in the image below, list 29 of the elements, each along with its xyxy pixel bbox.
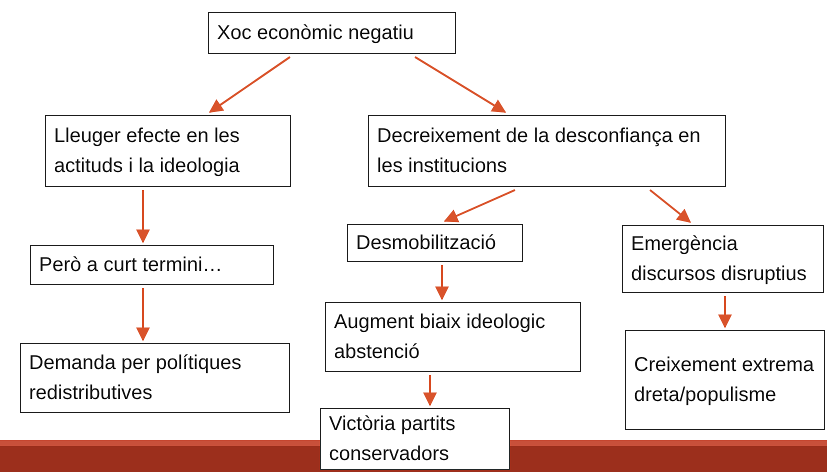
process-box: [30, 245, 274, 285]
box-label: Augment biaix ideologic abstenció: [334, 310, 546, 365]
box-label: Xoc econòmic negatiu: [217, 21, 414, 46]
box-label: Desmobilització: [356, 231, 496, 256]
box-label: Lleuger efecte en les actituds i la ideologia: [54, 124, 241, 179]
process-box: [20, 343, 290, 413]
process-box: [368, 115, 726, 187]
box-label: Victòria partits conservadors: [329, 412, 456, 467]
arrow: [423, 375, 437, 406]
arrow: [136, 190, 150, 244]
box-label: Demanda per polítiques redistributives: [29, 351, 242, 406]
arrow: [208, 56, 291, 113]
box-label: Emergència discursos disruptius: [631, 232, 808, 287]
box-label: Creixement extrema dreta/populisme: [634, 353, 816, 408]
box-label: Però a curt termini…: [39, 253, 222, 278]
arrow: [649, 189, 692, 223]
arrow: [718, 296, 732, 328]
box-label: Decreixement de la desconfiança en les institucions: [377, 124, 702, 179]
arrow: [435, 265, 449, 300]
process-box: [320, 408, 510, 470]
process-box: [45, 115, 291, 187]
arrow: [414, 56, 506, 113]
process-box: [622, 225, 824, 293]
process-box: [208, 12, 456, 54]
process-box: [625, 330, 825, 430]
arrow: [136, 288, 150, 342]
process-box: [325, 302, 581, 372]
arrow: [444, 189, 516, 222]
process-box: [347, 224, 523, 262]
